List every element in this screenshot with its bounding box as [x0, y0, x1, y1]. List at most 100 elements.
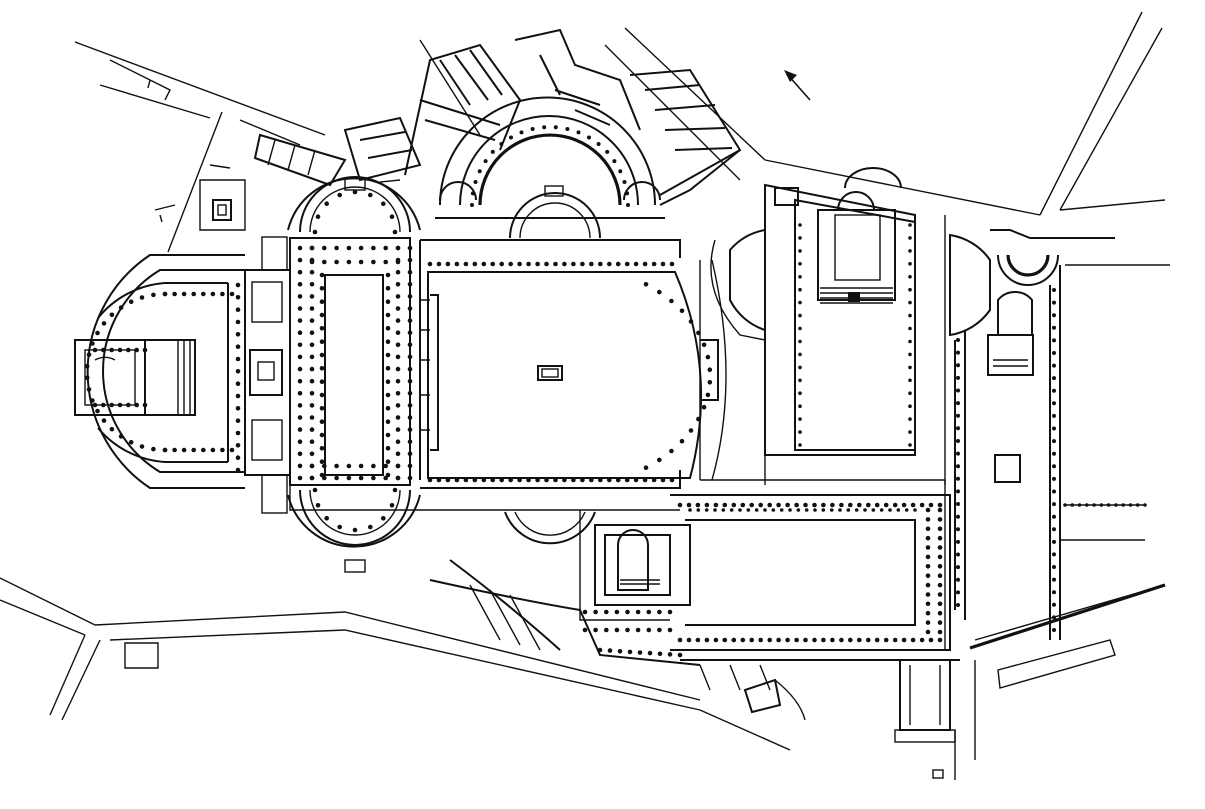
- column-dot: [863, 508, 867, 512]
- column-dot: [407, 245, 413, 251]
- column-dot: [319, 299, 325, 305]
- column-dot: [309, 439, 315, 445]
- column-dot: [220, 291, 225, 297]
- column-dot: [669, 261, 675, 267]
- column-dot: [499, 261, 505, 267]
- column-dot: [319, 419, 325, 425]
- column-dot: [749, 502, 754, 508]
- column-dot: [821, 508, 826, 512]
- column-dot: [381, 201, 386, 206]
- column-dot: [95, 408, 100, 414]
- column-dot: [925, 610, 931, 616]
- column-dot: [1052, 413, 1056, 418]
- column-dot: [297, 475, 303, 481]
- column-dot: [707, 367, 713, 373]
- column-dot: [888, 508, 892, 512]
- column-dot: [607, 648, 613, 653]
- column-dot: [427, 261, 433, 267]
- column-dot: [956, 375, 960, 380]
- column-dot: [297, 403, 303, 408]
- column-dot: [956, 590, 960, 595]
- column-dot: [483, 159, 488, 164]
- column-dot: [319, 339, 325, 345]
- column-dot: [669, 448, 674, 454]
- column-dot: [679, 438, 685, 444]
- column-dot: [1052, 476, 1056, 481]
- column-dot: [597, 647, 603, 653]
- column-dot: [904, 508, 909, 512]
- column-dot: [553, 125, 558, 130]
- column-dot: [392, 229, 398, 235]
- column-dot: [407, 269, 413, 275]
- column-dot: [407, 439, 413, 445]
- column-dot: [181, 447, 187, 453]
- column-dot: [210, 291, 216, 297]
- column-dot: [297, 269, 303, 275]
- column-dot: [312, 229, 318, 235]
- column-dot: [617, 649, 623, 654]
- column-dot: [358, 463, 364, 469]
- column-dot: [848, 502, 853, 508]
- column-dot: [937, 592, 943, 597]
- column-dot: [937, 502, 943, 508]
- column-dot: [937, 629, 943, 635]
- column-dot: [371, 463, 376, 469]
- column-dot: [126, 402, 131, 408]
- column-dot: [874, 637, 880, 643]
- column-dot: [407, 403, 413, 408]
- column-dot: [84, 363, 90, 369]
- column-dot: [297, 427, 303, 432]
- column-dot: [677, 502, 683, 508]
- column-dot: [956, 388, 960, 393]
- column-dot: [956, 514, 960, 519]
- column-dot: [309, 378, 315, 384]
- column-dot: [651, 261, 657, 267]
- column-dot: [677, 637, 683, 643]
- column-dot: [866, 637, 871, 643]
- column-dot: [1106, 503, 1111, 507]
- column-dot: [1052, 313, 1056, 318]
- market-hemicycle: [253, 28, 742, 219]
- column-dot: [830, 502, 835, 508]
- column-dot: [395, 269, 401, 275]
- column-dot: [395, 259, 401, 265]
- column-dot: [324, 516, 330, 521]
- column-dot: [395, 354, 401, 360]
- column-dot: [937, 535, 943, 541]
- column-dot: [395, 282, 401, 287]
- column-dot: [838, 508, 842, 512]
- column-dot: [235, 332, 241, 337]
- column-dot: [319, 406, 325, 411]
- forum-square: [419, 185, 727, 545]
- column-dot: [740, 502, 746, 508]
- column-dot: [490, 149, 495, 154]
- column-dot: [1052, 439, 1056, 444]
- column-dot: [371, 259, 376, 265]
- column-dot: [624, 477, 630, 483]
- column-dot: [407, 342, 413, 348]
- column-dot: [704, 637, 710, 643]
- column-dot: [407, 306, 413, 311]
- column-dot: [625, 627, 630, 633]
- column-dot: [191, 291, 196, 297]
- column-dot: [937, 526, 943, 532]
- column-dot: [101, 402, 106, 408]
- column-dot: [235, 430, 241, 436]
- column-dot: [798, 391, 802, 396]
- column-dot: [395, 245, 401, 251]
- column-dot: [651, 477, 657, 483]
- column-dot: [319, 312, 325, 318]
- column-dot: [771, 508, 776, 512]
- column-dot: [1052, 565, 1056, 569]
- column-dot: [126, 347, 131, 353]
- column-dot: [334, 245, 339, 251]
- column-dot: [519, 130, 524, 135]
- column-dot: [1099, 503, 1104, 507]
- column-dot: [758, 502, 763, 508]
- column-dot: [101, 418, 107, 423]
- column-dot: [395, 342, 401, 348]
- column-dot: [908, 326, 912, 331]
- column-dot: [593, 609, 598, 615]
- column-dot: [798, 430, 802, 434]
- column-dot: [92, 347, 98, 353]
